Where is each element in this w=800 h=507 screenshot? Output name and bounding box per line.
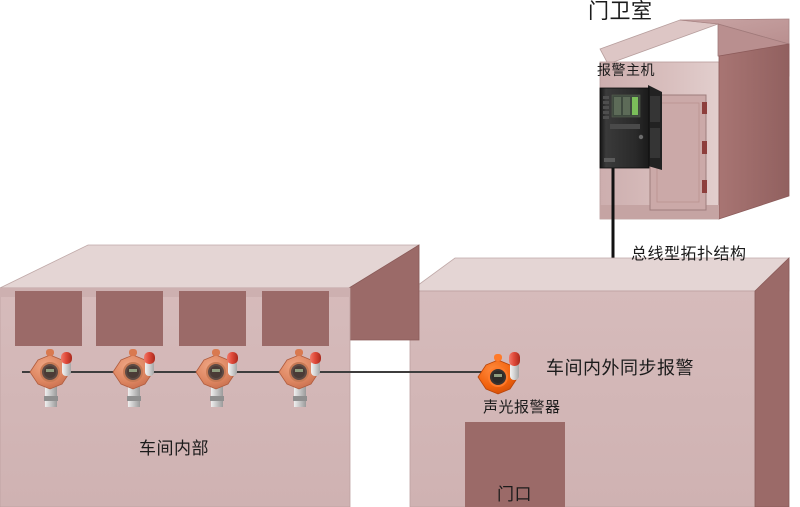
label-sound-light-alarm: 声光报警器: [483, 398, 561, 416]
gas-detector[interactable]: [112, 349, 155, 407]
guard-door-hinge-bottom: [702, 180, 707, 193]
workshop-window-4: [262, 291, 329, 346]
detector-top-lug: [129, 349, 137, 356]
detector-top-lug: [212, 349, 220, 356]
label-guard-room: 门卫室: [588, 0, 653, 23]
detector-beacon: [310, 352, 321, 364]
workshop-doorway: [465, 422, 565, 507]
label-alarm-host: 报警主机: [597, 63, 655, 79]
guard-side-wall: [718, 43, 790, 220]
detector-beacon: [144, 352, 155, 364]
gas-detector[interactable]: [195, 349, 238, 407]
host-screen-col-1: [614, 97, 621, 115]
host-keypad[interactable]: [603, 96, 609, 119]
workshop-window-2: [96, 291, 163, 346]
detector-top-lug: [46, 349, 54, 356]
guard-door-hinge-mid: [702, 141, 707, 154]
host-status-indicator: [638, 134, 644, 140]
sound-light-alarm-device[interactable]: [477, 352, 520, 395]
alarm-top-lug: [494, 354, 502, 361]
host-vent-lower: [650, 128, 660, 158]
alarm-readout: [494, 374, 502, 377]
host-brand-strip: [610, 124, 640, 129]
alarm-host-device[interactable]: [599, 85, 662, 170]
gas-detector[interactable]: [29, 349, 72, 407]
detector-sensor-band: [127, 396, 141, 401]
detector-readout: [46, 369, 54, 372]
label-sync-alarm: 车间内外同步报警: [546, 358, 694, 379]
host-logo: [604, 158, 615, 162]
workshop-right-side-wall: [754, 257, 790, 507]
workshop-main-roof: [0, 244, 420, 289]
label-doorway: 门口: [497, 485, 532, 505]
detector-sensor-band: [293, 396, 307, 401]
detector-readout: [212, 369, 220, 372]
detector-readout: [295, 369, 303, 372]
workshop-facade-band: [0, 288, 350, 297]
guard-roof-left-slope: [599, 19, 719, 65]
host-vent-upper: [650, 96, 660, 122]
detector-probe: [145, 360, 154, 376]
label-bus-topology: 总线型拓扑结构: [631, 244, 747, 263]
workshop-window-3: [179, 291, 246, 346]
alarm-probe: [510, 362, 519, 380]
detector-probe: [228, 360, 237, 376]
host-screen-col-3: [632, 97, 638, 115]
gas-detector[interactable]: [278, 349, 321, 407]
workshop-building: [0, 244, 790, 507]
label-workshop-interior: 车间内部: [139, 439, 209, 459]
detector-probe: [62, 360, 71, 376]
detector-top-lug: [295, 349, 303, 356]
guard-door-hinge-top: [702, 102, 707, 114]
detector-sensor-band: [44, 396, 58, 401]
workshop-right-wall: [409, 290, 756, 507]
host-screen-col-2: [623, 97, 630, 115]
detector-beacon: [227, 352, 238, 364]
alarm-strobe-beacon: [509, 352, 520, 366]
detector-readout: [129, 369, 137, 372]
detector-probe: [311, 360, 320, 376]
workshop-window-1: [15, 291, 82, 346]
detector-sensor-band: [210, 396, 224, 401]
detector-beacon: [61, 352, 72, 364]
